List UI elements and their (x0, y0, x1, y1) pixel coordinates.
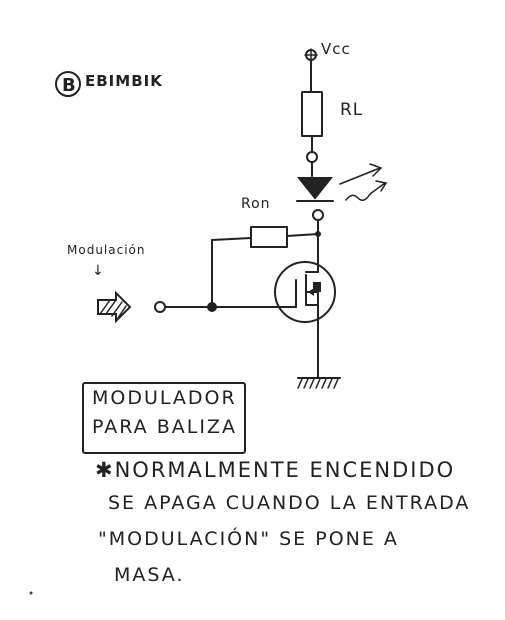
note-line-4: MASA. (114, 564, 185, 586)
caption-line-2: PARA BALIZA (92, 416, 237, 438)
vcc-label: Vcc (321, 40, 351, 58)
led-light-arrow (339, 167, 381, 185)
mosfet-body (274, 261, 336, 323)
rl-label: RL (340, 100, 364, 120)
header-badge-circle (55, 71, 81, 97)
rl-resistor (301, 91, 323, 137)
input-label: Modulación (67, 243, 146, 257)
ron-label: Ron (241, 196, 271, 212)
caption-box (82, 382, 246, 454)
header-label: EBIMBIK (85, 72, 163, 90)
gate-junction (207, 302, 217, 312)
stray-dot (29, 591, 33, 595)
led-symbol (296, 177, 334, 200)
note-line-1: ✱NORMALMENTE ENCENDIDO (95, 458, 456, 482)
input-down-arrow: ↓ (92, 263, 105, 279)
ron-resistor (250, 226, 288, 248)
led-node (312, 209, 324, 221)
input-arrow-icon (97, 290, 132, 324)
caption-line-1: MODULADOR (92, 387, 237, 409)
note-line-2: SE APAGA CUANDO LA ENTRADA (108, 492, 471, 514)
rl-node (306, 151, 318, 163)
led-light-wave (345, 182, 386, 201)
note-line-3: "MODULACIÓN" SE PONE A (98, 528, 399, 550)
header-badge-letter: B (62, 75, 76, 96)
input-terminal (154, 301, 166, 313)
